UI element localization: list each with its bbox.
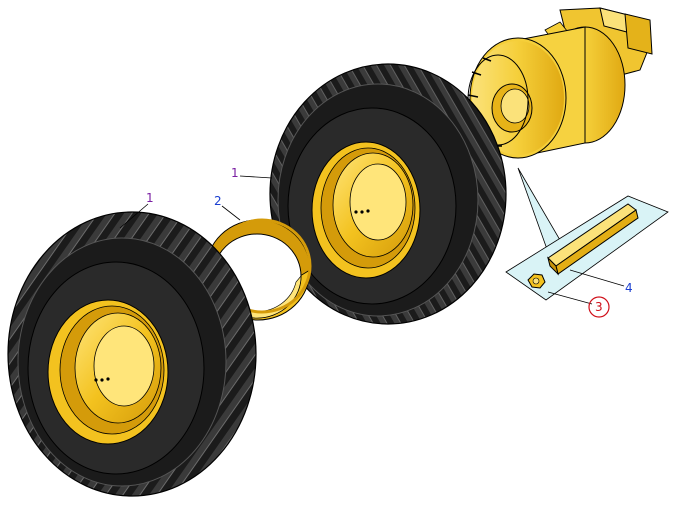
callout-tire-left: 1 — [146, 191, 154, 205]
callout-3-circle — [588, 296, 610, 318]
callout-nut: 3 — [595, 300, 603, 314]
tire-center-icon — [269, 63, 507, 325]
detail-inset-icon — [505, 167, 669, 301]
callout-stud: 4 — [625, 281, 633, 295]
callout-tire-center: 1 — [231, 166, 239, 180]
nut-icon — [527, 273, 546, 289]
leader-lines — [119, 175, 625, 305]
wheel-hub-icon — [467, 7, 653, 159]
tire-left-icon — [7, 211, 257, 497]
callout-rim-ring: 2 — [214, 194, 222, 208]
